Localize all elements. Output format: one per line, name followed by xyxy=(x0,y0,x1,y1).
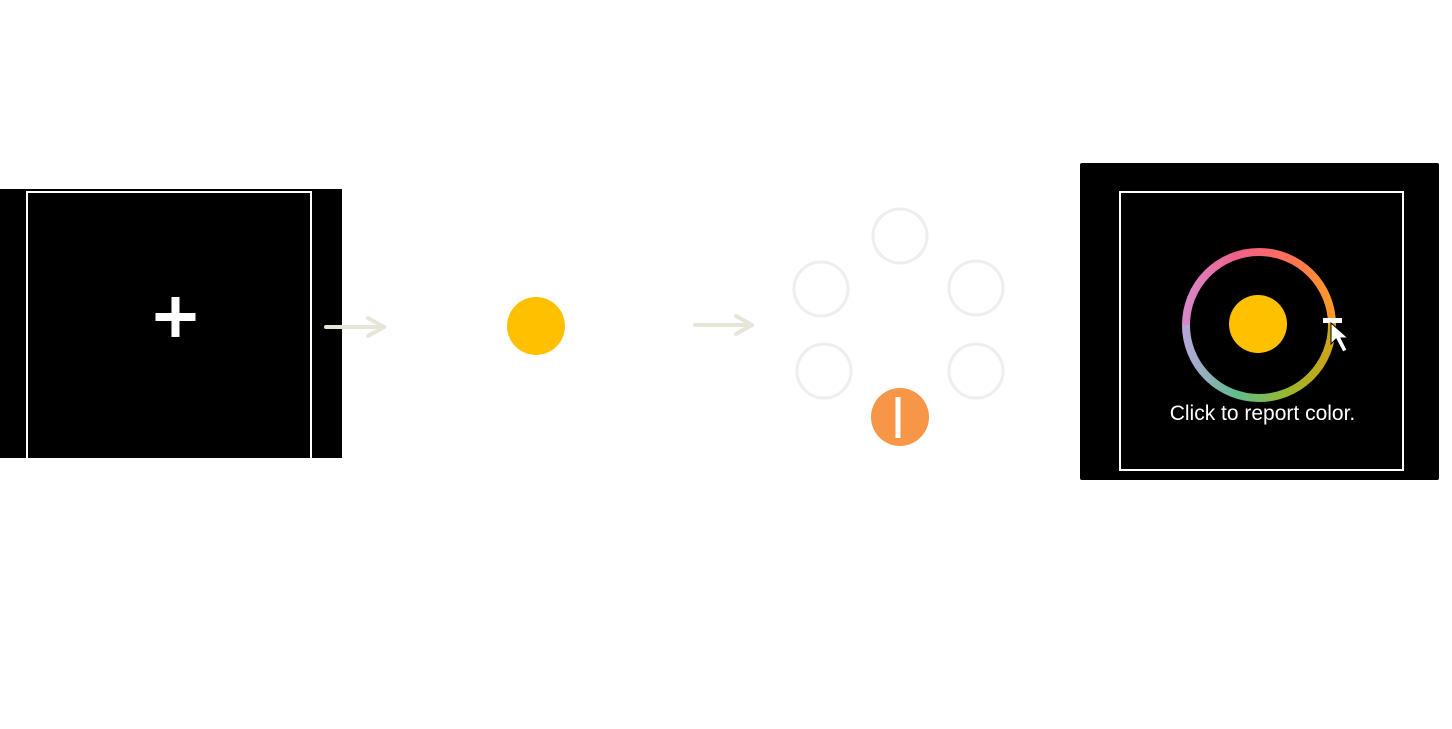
placeholder-circle xyxy=(871,207,929,265)
arrow-right-icon xyxy=(693,314,754,336)
color-wheel-lower-arc[interactable] xyxy=(1182,324,1336,402)
plus-icon xyxy=(155,297,196,337)
fixation-frame xyxy=(26,191,312,471)
placeholder-circle xyxy=(795,342,853,400)
response-panel: Click to report color. xyxy=(1080,163,1439,480)
memory-item-circle xyxy=(507,297,565,355)
color-wheel-upper-arc[interactable] xyxy=(1182,248,1336,326)
response-instruction: Click to report color. xyxy=(1169,402,1356,425)
response-frame xyxy=(1119,191,1404,471)
probe-array xyxy=(792,207,1005,400)
report-target-circle xyxy=(1229,295,1287,353)
mouse-pointer-icon xyxy=(1330,321,1350,353)
placeholder-circle xyxy=(792,260,850,318)
arrow-right-icon xyxy=(324,316,386,338)
probe-orientation-mark xyxy=(895,397,901,438)
placeholder-circle xyxy=(947,342,1005,400)
placeholder-circle xyxy=(947,259,1005,317)
selection-marker xyxy=(1323,318,1342,323)
fixation-panel xyxy=(0,189,342,471)
color-wheel-icon[interactable] xyxy=(1080,163,1439,480)
